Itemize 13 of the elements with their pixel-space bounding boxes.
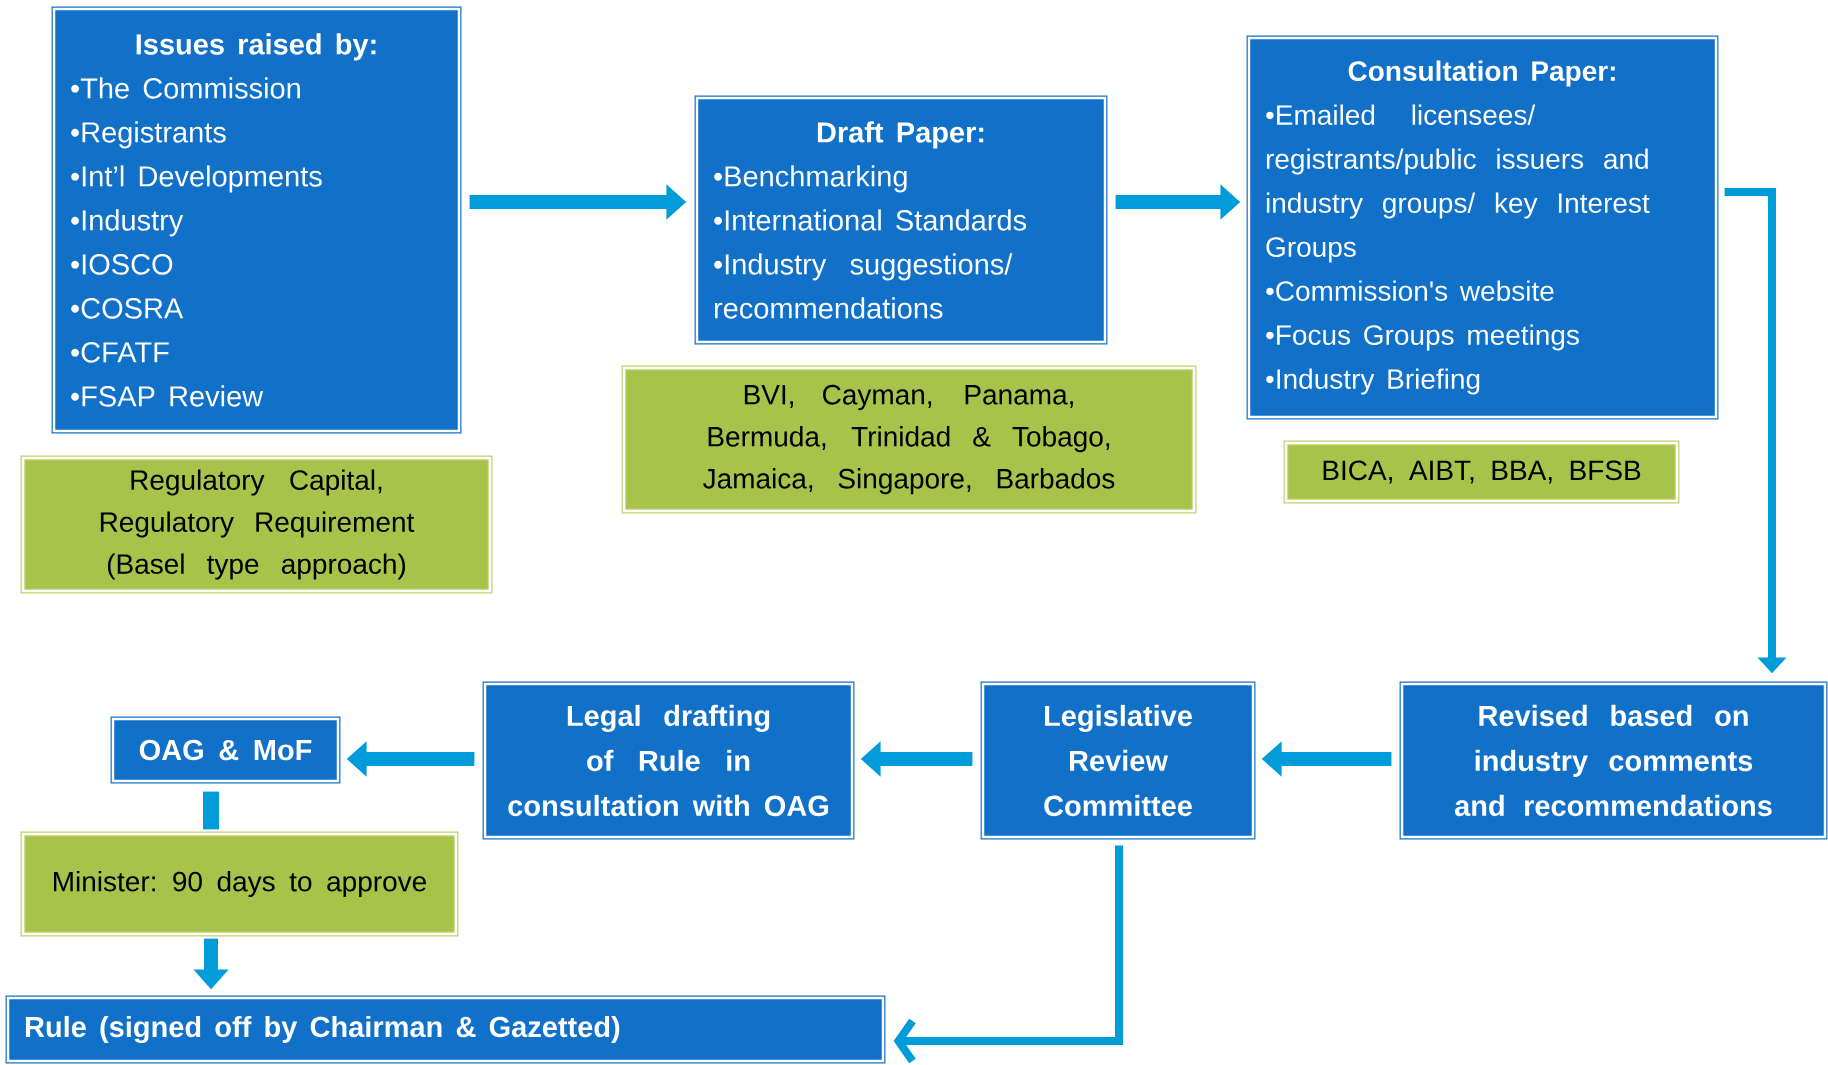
process-box: Rule (signed off by Chairman & Gazetted) (5, 995, 886, 1064)
process-box: Issues raised by: •The Commission •Registrants •Int’l Developments •Industry •IOSCO •COSRA •CFATF •FSAP Review (51, 6, 462, 434)
note-box: BICA, AIBT, BBA, BFSB (1283, 440, 1680, 504)
process-box: OAG & MoF (110, 716, 341, 784)
process-box: Revised based on industry comments and recommendations (1399, 681, 1828, 840)
process-box: Legislative Review Committee (980, 681, 1256, 840)
connector-bar (203, 791, 219, 830)
process-box: Legal drafting of Rule in consultation with OAG (482, 681, 855, 840)
note-box: Minister: 90 days to approve (20, 831, 459, 937)
process-box: Draft Paper: •Benchmarking •International Standards •Industry suggestions/ recommendations (694, 95, 1108, 345)
note-box: BVI, Cayman, Panama, Bermuda, Trinidad & Tobago, Jamaica, Singapore, Barbados (621, 365, 1197, 514)
note-box: Regulatory Capital, Regulatory Requirement (Basel type approach) (20, 455, 493, 594)
process-box: Consultation Paper: •Emailed licensees/ registrants/public issuers and industry groups/ key Interest Groups •Commission's website •Focus Groups meetings •Industry Briefing (1246, 35, 1719, 420)
